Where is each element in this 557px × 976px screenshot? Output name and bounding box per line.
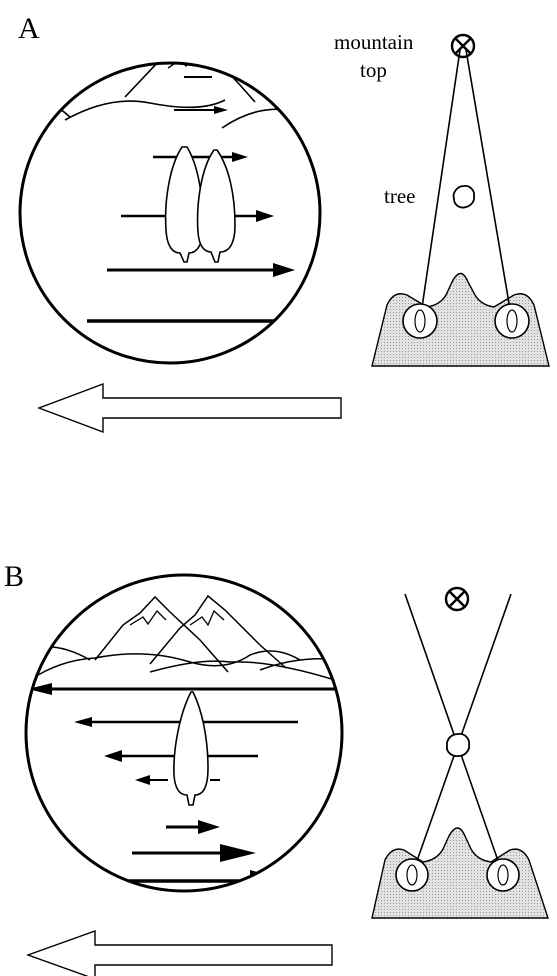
- panel-a-scene: [20, 40, 320, 329]
- motion-arrowhead: [232, 152, 248, 162]
- tree: [174, 692, 208, 805]
- target-cross-icon: [452, 35, 474, 57]
- target-cross-icon: [446, 588, 468, 610]
- panel-a-view-circle: [20, 40, 320, 363]
- motion-arrowhead: [214, 106, 228, 114]
- panel-a-letter: A: [18, 12, 40, 45]
- left-eye: [396, 859, 428, 891]
- mountain-snowcap: [130, 611, 166, 625]
- right-eye: [495, 304, 529, 338]
- panel-b-top-view: [372, 588, 548, 918]
- motion-arrowhead: [135, 775, 150, 785]
- hill-line: [30, 651, 300, 680]
- label-top: top: [360, 58, 387, 82]
- left-eye: [403, 304, 437, 338]
- motion-arrowhead: [256, 210, 274, 222]
- motion-arrowhead: [273, 263, 295, 277]
- label-mountain: mountain: [334, 30, 414, 54]
- panel-b: B: [4, 560, 548, 976]
- motion-arrowhead: [198, 820, 220, 834]
- motion-arrowhead: [281, 313, 314, 329]
- movement-direction-arrow: [39, 384, 341, 432]
- motion-arrowhead: [74, 717, 92, 727]
- panel-b-view-circle: [26, 575, 345, 892]
- label-tree: tree: [384, 184, 415, 208]
- hill-line: [26, 647, 90, 660]
- panel-b-letter: B: [4, 560, 24, 593]
- hill-line: [20, 90, 70, 117]
- right-eye: [487, 859, 519, 891]
- movement-direction-arrow: [28, 931, 332, 976]
- hill-line: [150, 661, 335, 680]
- mountain-snowcap: [190, 611, 224, 625]
- motion-arrowhead: [220, 844, 256, 862]
- hill-line: [222, 109, 320, 128]
- mountain-outline: [125, 40, 255, 102]
- panel-a: A: [18, 12, 549, 432]
- motion-arrowhead: [104, 750, 122, 762]
- tree-top-view-icon: [454, 186, 475, 208]
- tree-top-view-icon: [447, 734, 469, 756]
- panel-a-top-view: mountain top tree: [334, 30, 549, 366]
- tree-right: [198, 150, 235, 262]
